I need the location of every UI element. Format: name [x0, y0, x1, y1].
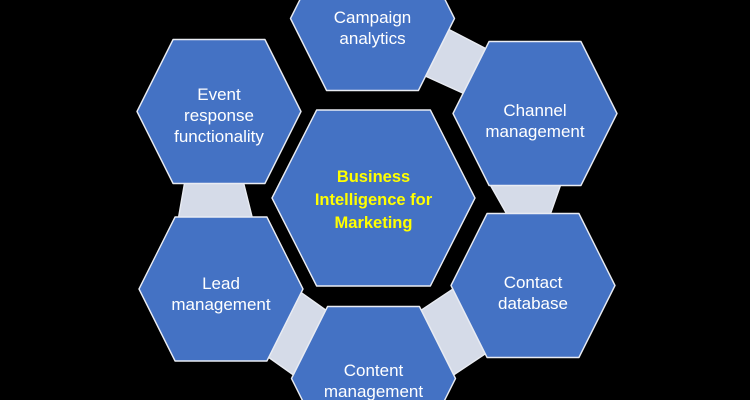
- connector-channel-contact: [487, 180, 563, 219]
- connector-lead-event: [177, 179, 254, 222]
- hexagon-center: [271, 109, 476, 287]
- hexagon-contact-database: [450, 212, 616, 359]
- hexagon-event-response: [136, 38, 302, 185]
- hexagon-lead-management: [138, 216, 304, 362]
- hexagon-channel-management: [452, 40, 618, 187]
- hexagon-content-management: [290, 305, 457, 400]
- hexagon-campaign-analytics: [289, 0, 456, 92]
